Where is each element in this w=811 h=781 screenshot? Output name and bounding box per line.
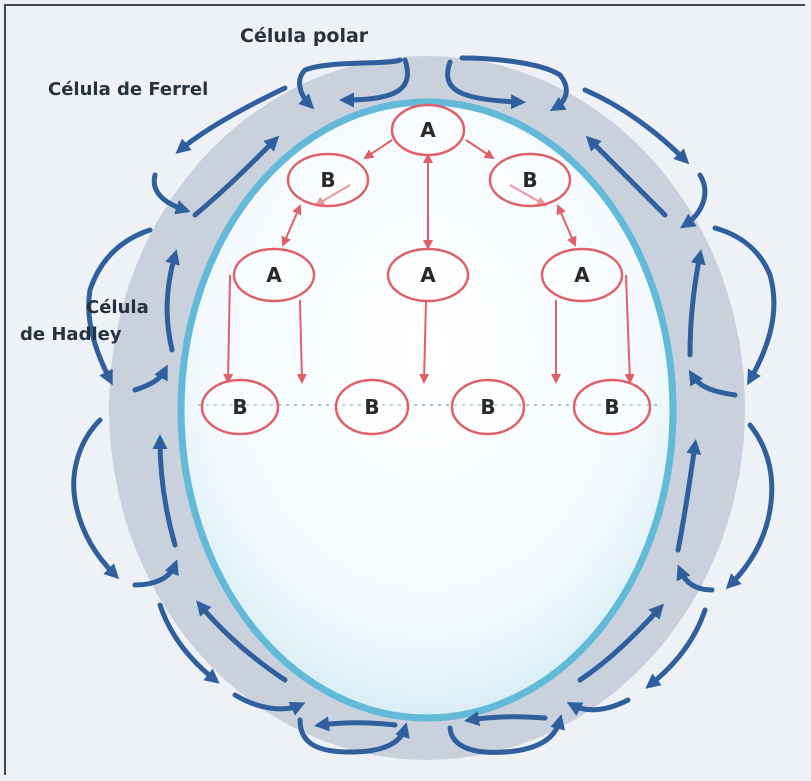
node-low-4: B <box>574 380 650 434</box>
cell-loop <box>320 723 395 725</box>
node-label: B <box>320 168 335 192</box>
node-low-3: B <box>452 380 524 434</box>
node-label: A <box>420 263 436 287</box>
node-label: B <box>480 395 495 419</box>
node-low-2: B <box>336 380 408 434</box>
hadley-cell-label-line1: Célula <box>86 297 149 318</box>
node-label: B <box>232 395 247 419</box>
ferrel-cell-label: Célula de Ferrel <box>48 79 208 100</box>
node-mid-center: A <box>388 249 468 301</box>
node-label: A <box>266 263 282 287</box>
node-mid-right: A <box>542 249 622 301</box>
node-label: A <box>420 118 436 142</box>
node-label: A <box>574 263 590 287</box>
node-mid-left: A <box>234 249 314 301</box>
hadley-cell-label-line2: de Hadley <box>20 324 122 345</box>
polar-cell-label: Célula polar <box>240 25 369 47</box>
node-upper-right: B <box>490 154 570 206</box>
cell-loop <box>74 420 115 575</box>
node-upper-left: B <box>288 154 368 206</box>
node-label: B <box>522 168 537 192</box>
node-label: B <box>364 395 379 419</box>
node-label: B <box>604 395 619 419</box>
node-low-1: B <box>202 380 278 434</box>
node-top: A <box>392 105 464 155</box>
